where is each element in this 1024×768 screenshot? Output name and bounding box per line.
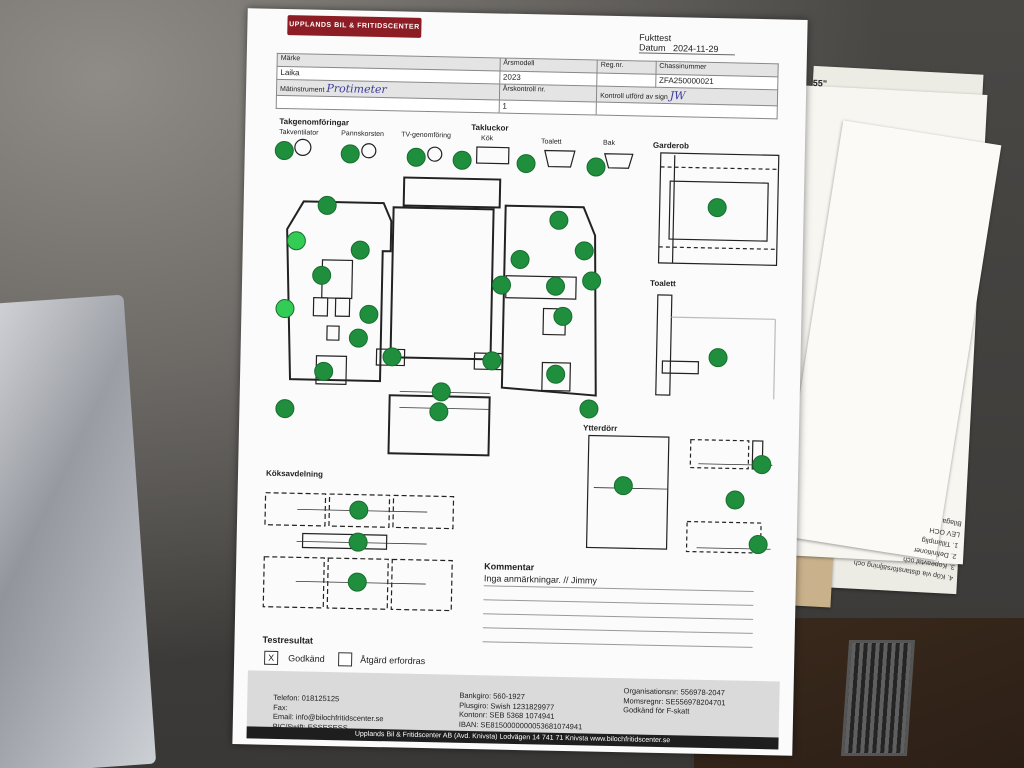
floor-vent	[840, 640, 916, 756]
approved-checkbox[interactable]: X	[264, 650, 279, 665]
org-column: Organisationsnr: 556978-2047 Momsregnr: …	[623, 686, 726, 717]
approved-label: Godkänd	[288, 653, 325, 664]
moisture-test-form: UPPLANDS BIL & FRITIDSCENTER Fukttest Da…	[232, 8, 808, 756]
corner-label: 55"	[812, 77, 828, 89]
bank-column: Bankgiro: 560-1927 Plusgiro: Swish 12318…	[459, 691, 583, 732]
iban: IBAN: SE8150000000053681074941	[458, 719, 583, 731]
comment-title: Kommentar	[484, 561, 535, 573]
background-papers: 4. Köp via distansförsäljning och 3. Kop…	[777, 65, 1002, 608]
action-required-label: Åtgärd erfordras	[360, 654, 426, 667]
test-result-title: Testresultat	[262, 634, 314, 646]
action-required-checkbox[interactable]	[338, 652, 353, 667]
